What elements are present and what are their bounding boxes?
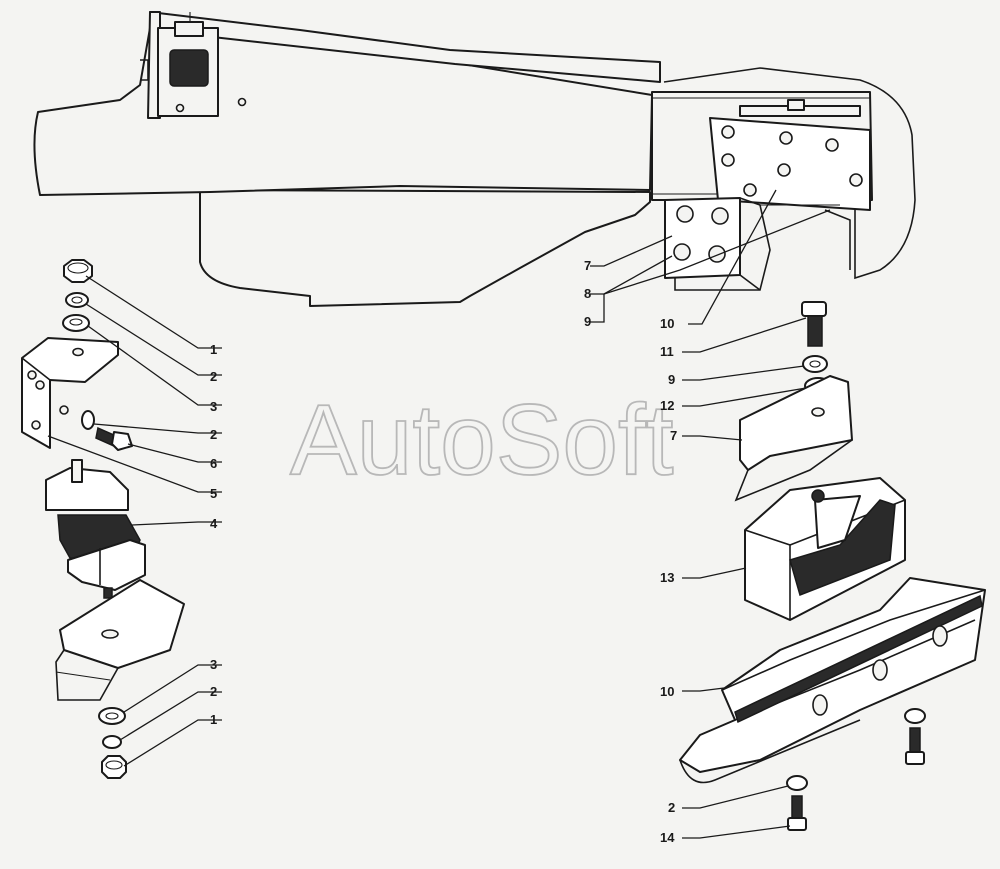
mount-4-top [45,467,129,511]
left-mount-bolt-head [174,21,204,37]
callout-2: 2 [210,369,217,384]
callout-1: 1 [210,712,217,727]
oil-pan [199,189,651,307]
callout-13: 13 [660,570,674,585]
leader-lines [47,189,831,839]
spring-washer-2d [786,775,808,791]
callout-2: 2 [668,800,675,815]
mount-4-base [67,539,146,591]
callout-7: 7 [584,258,591,273]
callout-3: 3 [210,399,217,414]
callout-2: 2 [210,427,217,442]
bolt-6-head [111,431,133,451]
bolt-11-head [801,301,827,317]
callout-7: 7 [670,428,677,443]
spring-washer-2-lower [102,735,122,749]
rubber-pad-13-core [789,499,896,596]
callout-8: 8 [584,286,591,301]
right-mount-parts [679,301,986,831]
callout-6: 6 [210,456,217,471]
callout-labels: 1 2 3 2 6 5 4 3 2 1 7 8 9 10 11 9 12 7 1… [210,258,677,845]
callout-3: 3 [210,657,217,672]
crossmember-stub [59,579,185,669]
left-mount-parts [21,259,185,779]
callout-10: 10 [660,316,674,331]
callout-10: 10 [660,684,674,699]
callout-9: 9 [584,314,591,329]
bolt-14-head [787,817,807,831]
mounting-plate [664,197,741,279]
washer-3-lower [98,707,126,725]
engine-frame-assembly [33,11,916,307]
left-mount-rubber [169,49,209,87]
spring-washer-2-right [904,708,926,724]
bolt-14-shank [791,795,803,821]
nut-1 [63,259,93,283]
plate-7 [739,375,853,471]
bolt-11-shank [807,315,823,347]
spring-washer-2b [81,410,95,430]
callout-4: 4 [210,516,218,531]
spring-washer-2 [65,292,89,308]
callout-5: 5 [210,486,217,501]
spring-washer-9 [802,355,828,373]
frame-beam [33,27,653,196]
callout-9: 9 [668,372,675,387]
callout-12: 12 [660,398,674,413]
callout-11: 11 [660,344,674,359]
bracket-5 [21,337,119,449]
washer-3 [62,314,90,332]
callout-1: 1 [210,342,217,357]
watermark-text: AutoSoft [290,384,674,496]
callout-14: 14 [660,830,675,845]
nut-1-lower [101,755,127,779]
callout-2: 2 [210,684,217,699]
